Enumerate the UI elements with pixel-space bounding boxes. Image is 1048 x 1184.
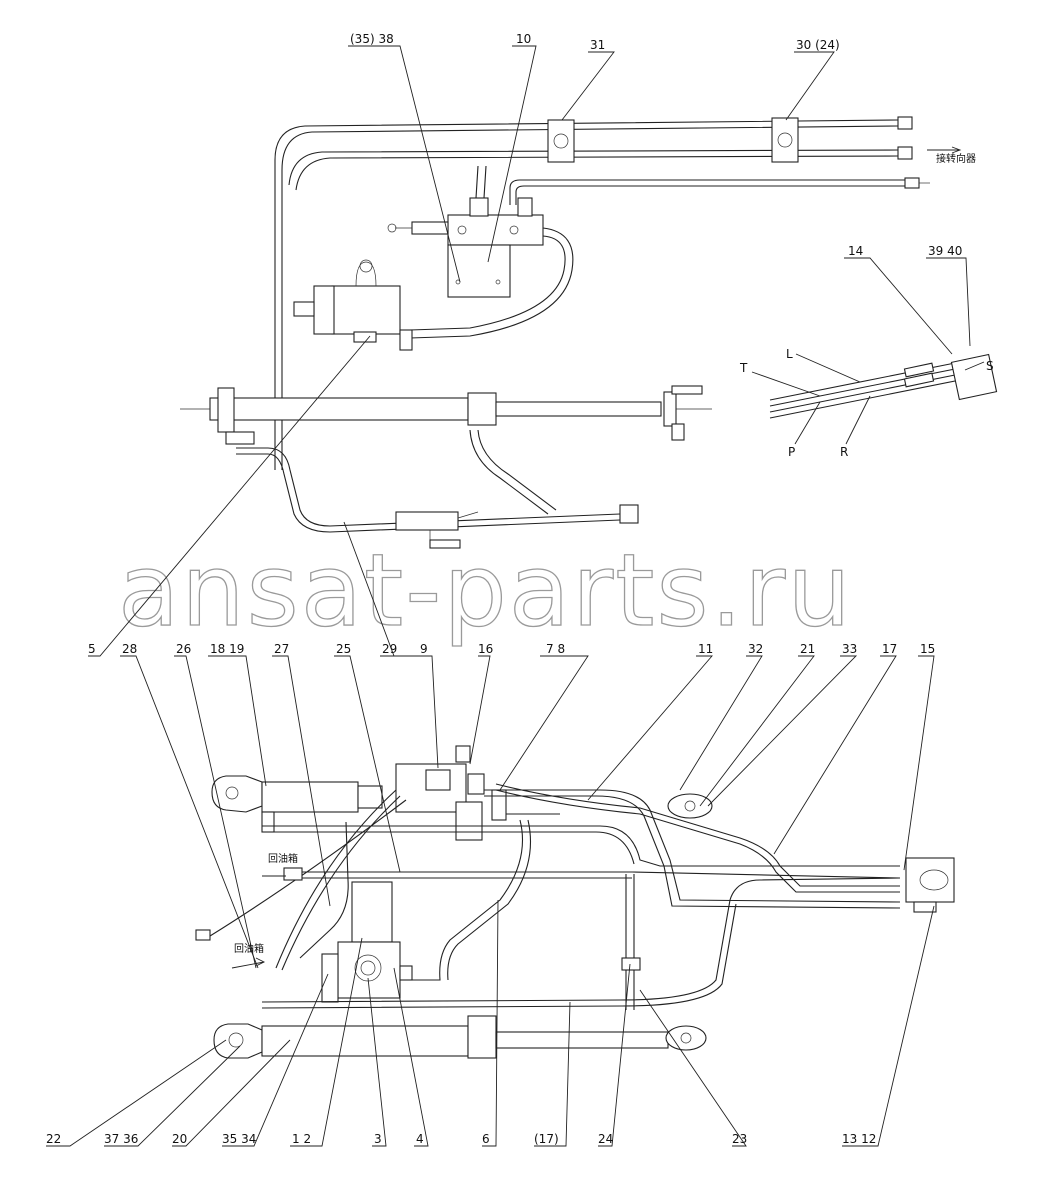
port-label-S: S [986,359,994,373]
callout-6: 6 [482,1132,490,1146]
callout-17: 17 [882,642,897,656]
bracket-15 [905,857,955,903]
callout-13-12: 13 12 [842,1132,876,1146]
callout-37-36: 37 36 [104,1132,138,1146]
callout-14: 14 [848,244,863,258]
to-steering-label: 接转向器 [936,152,976,165]
pump-3 [351,881,393,943]
clamp-30 [771,117,799,163]
callout-35-34: 35 34 [222,1132,256,1146]
callout-10: 10 [516,32,531,46]
callout-29: 29 [382,642,397,656]
port-label-R: R [840,445,848,459]
callout-27: 27 [274,642,289,656]
callout-30-24: 30 (24) [796,38,840,52]
callout-31: 31 [590,38,605,52]
return-tank-label-1: 回油箱 [268,852,298,865]
callout-33: 33 [842,642,857,656]
bottom-assembly: 回油箱 回油箱 [195,745,955,1059]
callout-leaders [46,45,971,1147]
clamp-31 [547,119,575,163]
callout-16: 16 [478,642,493,656]
callout-25: 25 [336,642,351,656]
callout-26: 26 [176,642,191,656]
callout-24: 24 [598,1132,613,1146]
port-label-P: P [788,445,795,459]
callout-18-19: 18 19 [210,642,244,656]
callout-9: 9 [420,642,428,656]
callout-4: 4 [416,1132,424,1146]
callout-23: 23 [732,1132,747,1146]
pump-motor [331,285,401,335]
callout-22: 22 [46,1132,61,1146]
callout-5: 5 [88,642,96,656]
callout-3: 3 [374,1132,382,1146]
top-assembly: 接转向器 [180,116,976,549]
callout-11: 11 [698,642,713,656]
cylinder-20 [261,1025,469,1057]
upper-cylinder [209,397,469,421]
callout-35-38: (35) 38 [350,32,394,46]
callout-17b: (17) [534,1132,559,1146]
callout-32: 32 [748,642,763,656]
port-label-L: L [786,347,793,361]
steering-port-detail: T L S P R [739,347,998,459]
callout-7-8: 7 8 [546,642,565,656]
callout-20: 20 [172,1132,187,1146]
return-tank-label-2: 回油箱 [234,942,264,955]
callout-28: 28 [122,642,137,656]
bracket-29 [395,511,459,531]
watermark: ansat-parts.ru [118,532,853,649]
callout-1-2: 1 2 [292,1132,311,1146]
callout-15: 15 [920,642,935,656]
port-label-T: T [739,361,748,375]
callout-labels: (35) 38 10 31 30 (24) 14 39 40 5 29 28 2… [46,32,962,1146]
callout-39-40: 39 40 [928,244,962,258]
callout-21: 21 [800,642,815,656]
